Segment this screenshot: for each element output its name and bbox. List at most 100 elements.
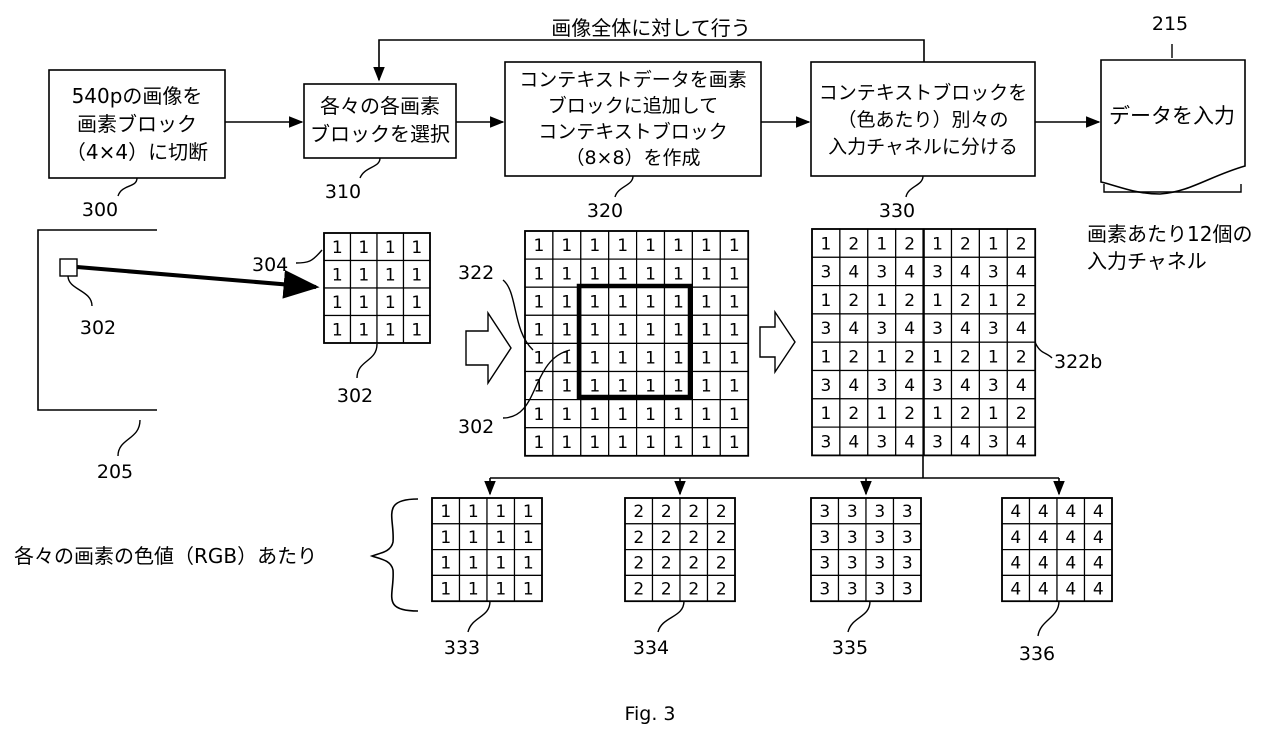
grid-cell-value: 1 <box>332 265 343 285</box>
grid-cell-value: 3 <box>819 502 830 522</box>
grid-cell-value: 3 <box>988 376 999 396</box>
grid-cell-value: 1 <box>534 236 545 256</box>
grid-cell-value: 3 <box>874 554 885 574</box>
grid-cell <box>892 497 922 525</box>
grid-cell-value: 1 <box>821 347 832 367</box>
grid-cell-value: 1 <box>932 234 943 254</box>
grid-cell <box>867 285 897 315</box>
grid-cell-value: 4 <box>848 263 859 283</box>
grid-cell-value: 1 <box>645 320 656 340</box>
grid-cell-value: 4 <box>1093 528 1104 548</box>
grid-cell <box>978 341 1008 372</box>
grid-cell-value: 3 <box>932 432 943 452</box>
grid-cell <box>950 228 980 258</box>
grid-cell-value: 1 <box>645 236 656 256</box>
grid-cell-value: 1 <box>440 502 451 522</box>
grid-cell-value: 1 <box>701 236 712 256</box>
grid-cell-value: 3 <box>988 432 999 452</box>
pixel-block-pointer <box>76 265 320 299</box>
grid-cell-value: 1 <box>617 320 628 340</box>
grid-cell-value: 2 <box>960 404 971 424</box>
grid-cell-value: 3 <box>988 319 999 339</box>
grid-cell-value: 4 <box>1038 579 1049 599</box>
grid-cell-value: 1 <box>561 405 572 425</box>
step-cut-line-2: 画素ブロック <box>77 112 197 136</box>
grid-cell-value: 1 <box>645 433 656 453</box>
grid-cell-value: 1 <box>468 579 479 599</box>
hollow-arrow-2 <box>759 309 796 375</box>
grid-cell-value: 1 <box>561 320 572 340</box>
grid-cell <box>706 497 736 525</box>
grid-cell <box>867 228 897 258</box>
grid-cell <box>608 258 638 288</box>
grid-cell-value: 3 <box>874 528 885 548</box>
grid-cell-value: 1 <box>332 293 343 313</box>
grid-cell <box>552 342 582 373</box>
grid-cell-value: 1 <box>673 349 684 369</box>
grid-cell <box>1083 497 1113 525</box>
grid-cell-value: 1 <box>385 320 396 340</box>
grid-cell-value: 1 <box>561 349 572 369</box>
grid-cell <box>486 523 516 551</box>
grid-cell-value: 4 <box>960 319 971 339</box>
loop-arrow <box>373 39 925 82</box>
grid-cell-value: 1 <box>411 238 422 258</box>
grid-cell-value: 2 <box>904 404 915 424</box>
ref-322b: 322b <box>1054 351 1102 373</box>
step-box-cut: 540pの画像を 画素ブロック （4×4）に切断 <box>48 69 226 179</box>
grid-cell-value: 3 <box>902 579 913 599</box>
grid-cell <box>719 427 749 457</box>
grid-cell-value: 1 <box>523 554 534 574</box>
grid-cell <box>679 523 709 551</box>
step-split-line-3: 入力チャネルに分ける <box>828 136 1018 158</box>
grid-cell-value: 1 <box>876 234 887 254</box>
grid-cell-value: 1 <box>932 347 943 367</box>
step-cut-line-3: （4×4）に切断 <box>66 140 208 164</box>
grid-cell-value: 3 <box>876 263 887 283</box>
color-value-label: 各々の画素の色値（RGB）あたり <box>14 544 317 568</box>
grid-cell-value: 1 <box>729 320 740 340</box>
grid-cell-value: 3 <box>988 263 999 283</box>
grid-cell-value: 1 <box>534 292 545 312</box>
ref-304: 304 <box>252 254 288 276</box>
grid-cell-value: 1 <box>589 433 600 453</box>
grid-border <box>1001 497 1113 603</box>
grid-cell-value: 3 <box>819 528 830 548</box>
grid-cell <box>431 523 461 551</box>
grid-cell-value: 4 <box>904 263 915 283</box>
grid-cell <box>635 286 666 316</box>
ref-330: 330 <box>879 200 915 222</box>
grid-cell-value: 3 <box>821 432 832 452</box>
grid-cell-value: 1 <box>385 293 396 313</box>
grid-cell-value: 2 <box>904 234 915 254</box>
grid-cell-value: 1 <box>495 502 506 522</box>
grid-cell-value: 2 <box>1016 347 1027 367</box>
grid-cell <box>608 314 638 344</box>
grid-cell-value: 4 <box>1010 579 1021 599</box>
grid-cell-value: 1 <box>729 349 740 369</box>
grid-cell-value: 1 <box>561 377 572 397</box>
grid-cell-value: 1 <box>358 238 369 258</box>
grid-cell <box>719 370 749 401</box>
grid-cell-value: 1 <box>821 404 832 424</box>
grid-cell-value: 1 <box>561 292 572 312</box>
channels-caption-line-2: 入力チャネル <box>1087 249 1207 273</box>
grid-cell-value: 2 <box>848 404 859 424</box>
grid-cell <box>810 497 840 525</box>
grid-border <box>624 497 736 603</box>
grid-cell-value: 1 <box>645 405 656 425</box>
grid-cell <box>1083 523 1113 551</box>
grid-cell-value: 2 <box>661 579 672 599</box>
step-context-line-2: ブロックに追加して <box>548 94 718 117</box>
grid-cell-value: 1 <box>673 377 684 397</box>
grid-cell-value: 1 <box>523 579 534 599</box>
grid-cell-value: 1 <box>932 291 943 311</box>
grid-cell-value: 3 <box>902 528 913 548</box>
grid-cell-value: 4 <box>904 432 915 452</box>
grid-cell-value: 4 <box>848 319 859 339</box>
grid-cell-value: 4 <box>960 263 971 283</box>
grid-cell-value: 3 <box>821 319 832 339</box>
grid-cell <box>839 341 869 372</box>
grid-cell-value: 1 <box>645 377 656 397</box>
